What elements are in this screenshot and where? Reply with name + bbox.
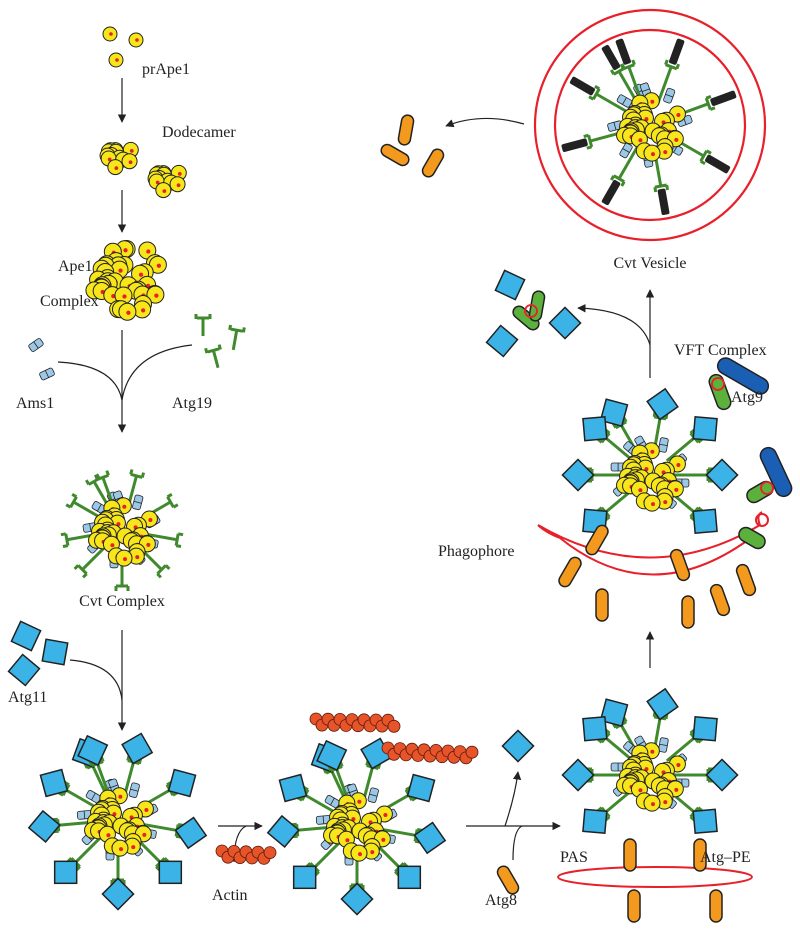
pas-atg8 xyxy=(623,838,723,923)
vft-phagophore-icon xyxy=(738,446,793,550)
label-atg19: Atg19 xyxy=(172,395,212,412)
label-complex: Complex xyxy=(40,293,99,310)
ape1-complex-cluster xyxy=(85,239,167,321)
prape1-monomers xyxy=(102,26,144,68)
label-atg8: Atg8 xyxy=(485,892,517,909)
label-cvt-complex: Cvt Complex xyxy=(79,593,165,610)
label-atg11: Atg11 xyxy=(8,689,47,706)
phagophore-complex-cluster xyxy=(561,387,739,535)
atg11-complex-cluster xyxy=(27,732,208,911)
atg8-free xyxy=(380,114,520,895)
vft-complex-icon xyxy=(708,357,770,411)
pas-membrane xyxy=(557,866,753,888)
atg19-icons xyxy=(194,314,246,369)
dodecamer-cluster xyxy=(147,164,187,199)
label-atg-pe: Atg–PE xyxy=(700,849,751,866)
actin-filaments xyxy=(215,712,479,865)
pathway-arrows xyxy=(57,78,655,863)
label-pas: PAS xyxy=(560,849,588,866)
label-ams1: Ams1 xyxy=(16,395,54,412)
atg11-free-diamonds xyxy=(7,620,535,763)
cvt-vesicle-membrane xyxy=(533,8,767,242)
actin-complex-cluster xyxy=(266,737,447,916)
ams1-icons xyxy=(28,338,55,381)
label-phagophore: Phagophore xyxy=(438,543,514,560)
vesicle-complex-cluster xyxy=(561,38,737,215)
vft-released-icon xyxy=(485,269,582,358)
diagram-labels: prApe1 Dodecamer Ape1 Complex Ams1 Atg19… xyxy=(8,61,767,909)
label-ape1: Ape1 xyxy=(58,258,93,275)
phagophore-atg8 xyxy=(558,524,757,629)
label-cvt-vesicle: Cvt Vesicle xyxy=(613,255,686,272)
label-atg9: Atg9 xyxy=(731,389,763,406)
label-dodecamer: Dodecamer xyxy=(162,124,236,141)
pas-complex-cluster xyxy=(561,687,739,835)
cvt-complex-cluster xyxy=(60,469,184,591)
label-vft-complex: VFT Complex xyxy=(674,342,767,359)
label-prape1: prApe1 xyxy=(142,61,190,78)
dodecamer-cluster xyxy=(99,141,139,176)
phagophore-membrane xyxy=(537,511,769,576)
label-actin: Actin xyxy=(212,887,248,904)
